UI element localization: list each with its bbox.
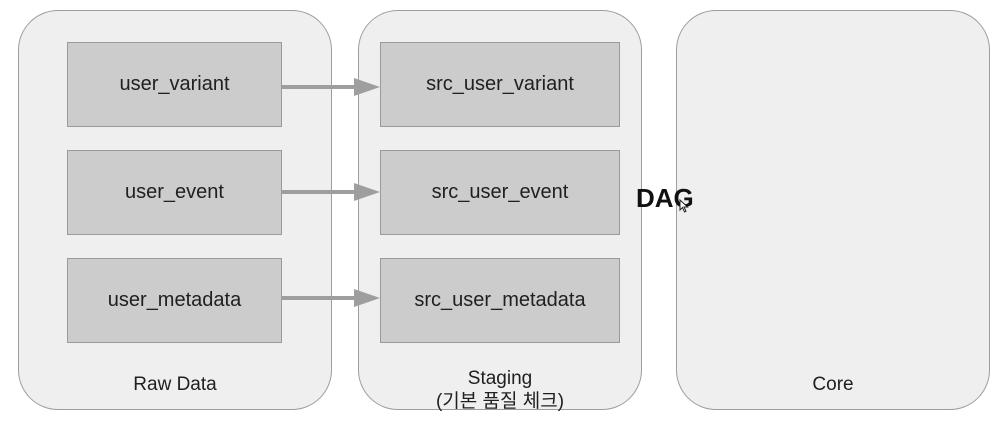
mouse-pointer-icon — [679, 199, 689, 213]
staging-label: Staging — [467, 368, 533, 389]
raw-node-user-metadata: user_metadata — [67, 258, 282, 343]
core-panel: Core — [676, 10, 990, 410]
staging-node-src-user-metadata: src_user_metadata — [380, 258, 620, 343]
staging-node-src-user-event: src_user_event — [380, 150, 620, 235]
core-label: Core — [812, 374, 854, 395]
raw-data-label: Raw Data — [133, 374, 217, 395]
staging-node-src-user-variant: src_user_variant — [380, 42, 620, 127]
raw-node-user-variant: user_variant — [67, 42, 282, 127]
staging-sublabel: (기본 품질 체크) — [435, 391, 565, 412]
raw-node-user-event: user_event — [67, 150, 282, 235]
